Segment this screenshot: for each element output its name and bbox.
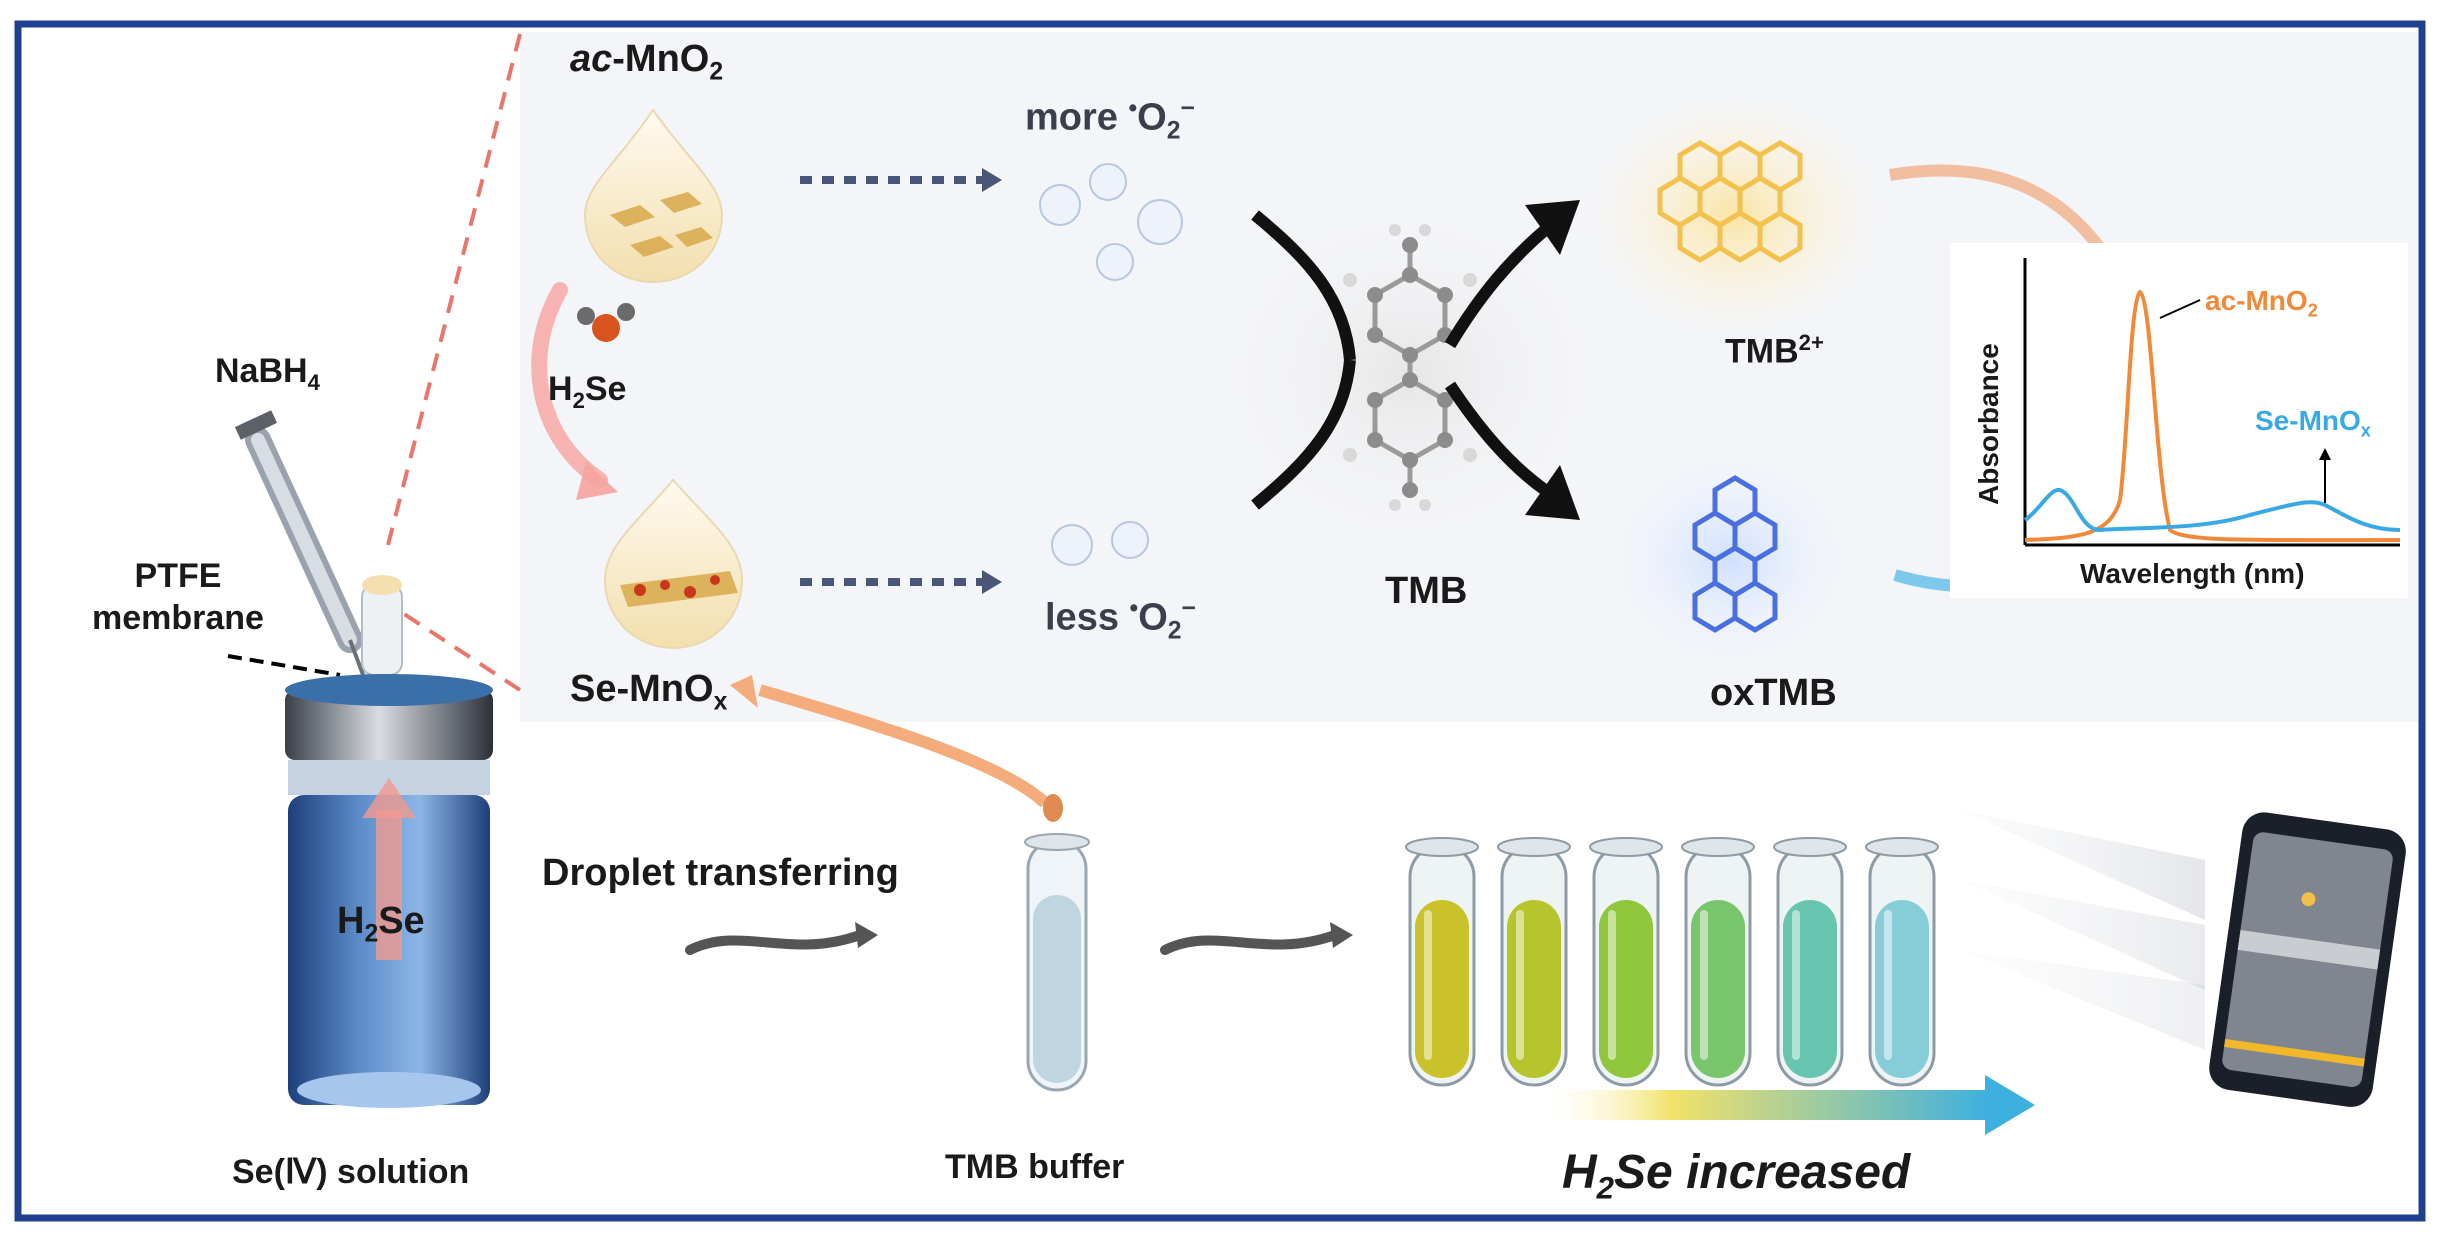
oxtmb-molecule-icon (1692, 475, 1778, 633)
droplet-transfer-arrow (758, 684, 1050, 808)
spectrum-x-axis-label: Wavelength (nm) (2080, 558, 2305, 589)
squiggle-arrow-2 (1160, 930, 1340, 955)
colorimetric-tube-row (1405, 837, 1939, 1087)
oxtmb-label: oxTMB (1710, 672, 1837, 714)
tmb2-label: TMB2+ (1725, 330, 1824, 371)
superoxide-bubbles-less (1051, 521, 1149, 566)
conversion-arrow (531, 282, 608, 488)
test-tube-6 (1865, 837, 1939, 1087)
h2se-molecule-icon (577, 303, 635, 342)
test-tube-2 (1497, 837, 1571, 1087)
syringe-icon (234, 410, 367, 681)
se-solution-label: Se(Ⅳ) solution (232, 1153, 470, 1191)
curve-arrow-to-oxtmb (1445, 381, 1549, 495)
transferred-droplet (1043, 794, 1063, 822)
tmb-label: TMB (1385, 570, 1468, 612)
legend-ac-mno2: ac-MnO2 (2205, 285, 2318, 321)
test-tube-3 (1589, 837, 1663, 1087)
se-solution-vial (285, 674, 493, 1108)
droplet-transferring-label: Droplet transferring (542, 852, 899, 894)
tmb-buffer-label: TMB buffer (945, 1148, 1125, 1186)
vial-h2se-label: H2Se (337, 900, 425, 948)
curve-arrow-left-bottom (1251, 359, 1356, 510)
se-mnox-label: Se-MnOx (570, 668, 728, 716)
ptfe-pointer (227, 654, 341, 677)
ac-mno2-droplet (583, 108, 724, 284)
ptfe-tube-icon (361, 575, 403, 676)
tmb-buffer-tube (1024, 833, 1090, 1092)
test-tube-1 (1405, 837, 1479, 1087)
ac-mno2-label: ac-MnO2 (570, 38, 724, 86)
less-superoxide-label: less •O2− (1045, 595, 1196, 645)
se-mnox-curve (2023, 488, 2401, 533)
spectrum-y-axis-label: Absorbance (1973, 343, 2004, 505)
legend-se-mnox: Se-MnOx (2255, 405, 2371, 441)
more-superoxide-label: more •O2− (1025, 95, 1195, 145)
increase-arrow-bar (1535, 1090, 1990, 1120)
ac-mno2-curve (2024, 289, 2401, 543)
curve-arrow-left-top (1251, 210, 1356, 361)
tmb2-sheet-icon (1657, 140, 1803, 263)
arrow-tmb2-to-spectrum (1889, 164, 2121, 274)
test-tube-5 (1773, 837, 1847, 1087)
nabh4-label: NaBH4 (215, 352, 320, 395)
superoxide-bubbles-more (1039, 163, 1183, 281)
squiggle-arrow-1 (685, 930, 865, 955)
test-tube-4 (1681, 837, 1755, 1087)
h2se-molecule-label: H2Se (548, 370, 627, 413)
h2se-increased-label: H2Se increased (1562, 1146, 1911, 1206)
spectrum-inset (1950, 243, 2408, 598)
smartphone-icon (2209, 812, 2406, 1107)
zoom-line-lower (396, 608, 522, 692)
phone-light-rays (1960, 810, 2205, 920)
curve-arrow-to-tmb2 (1444, 225, 1549, 349)
se-mnox-droplet (603, 478, 744, 650)
